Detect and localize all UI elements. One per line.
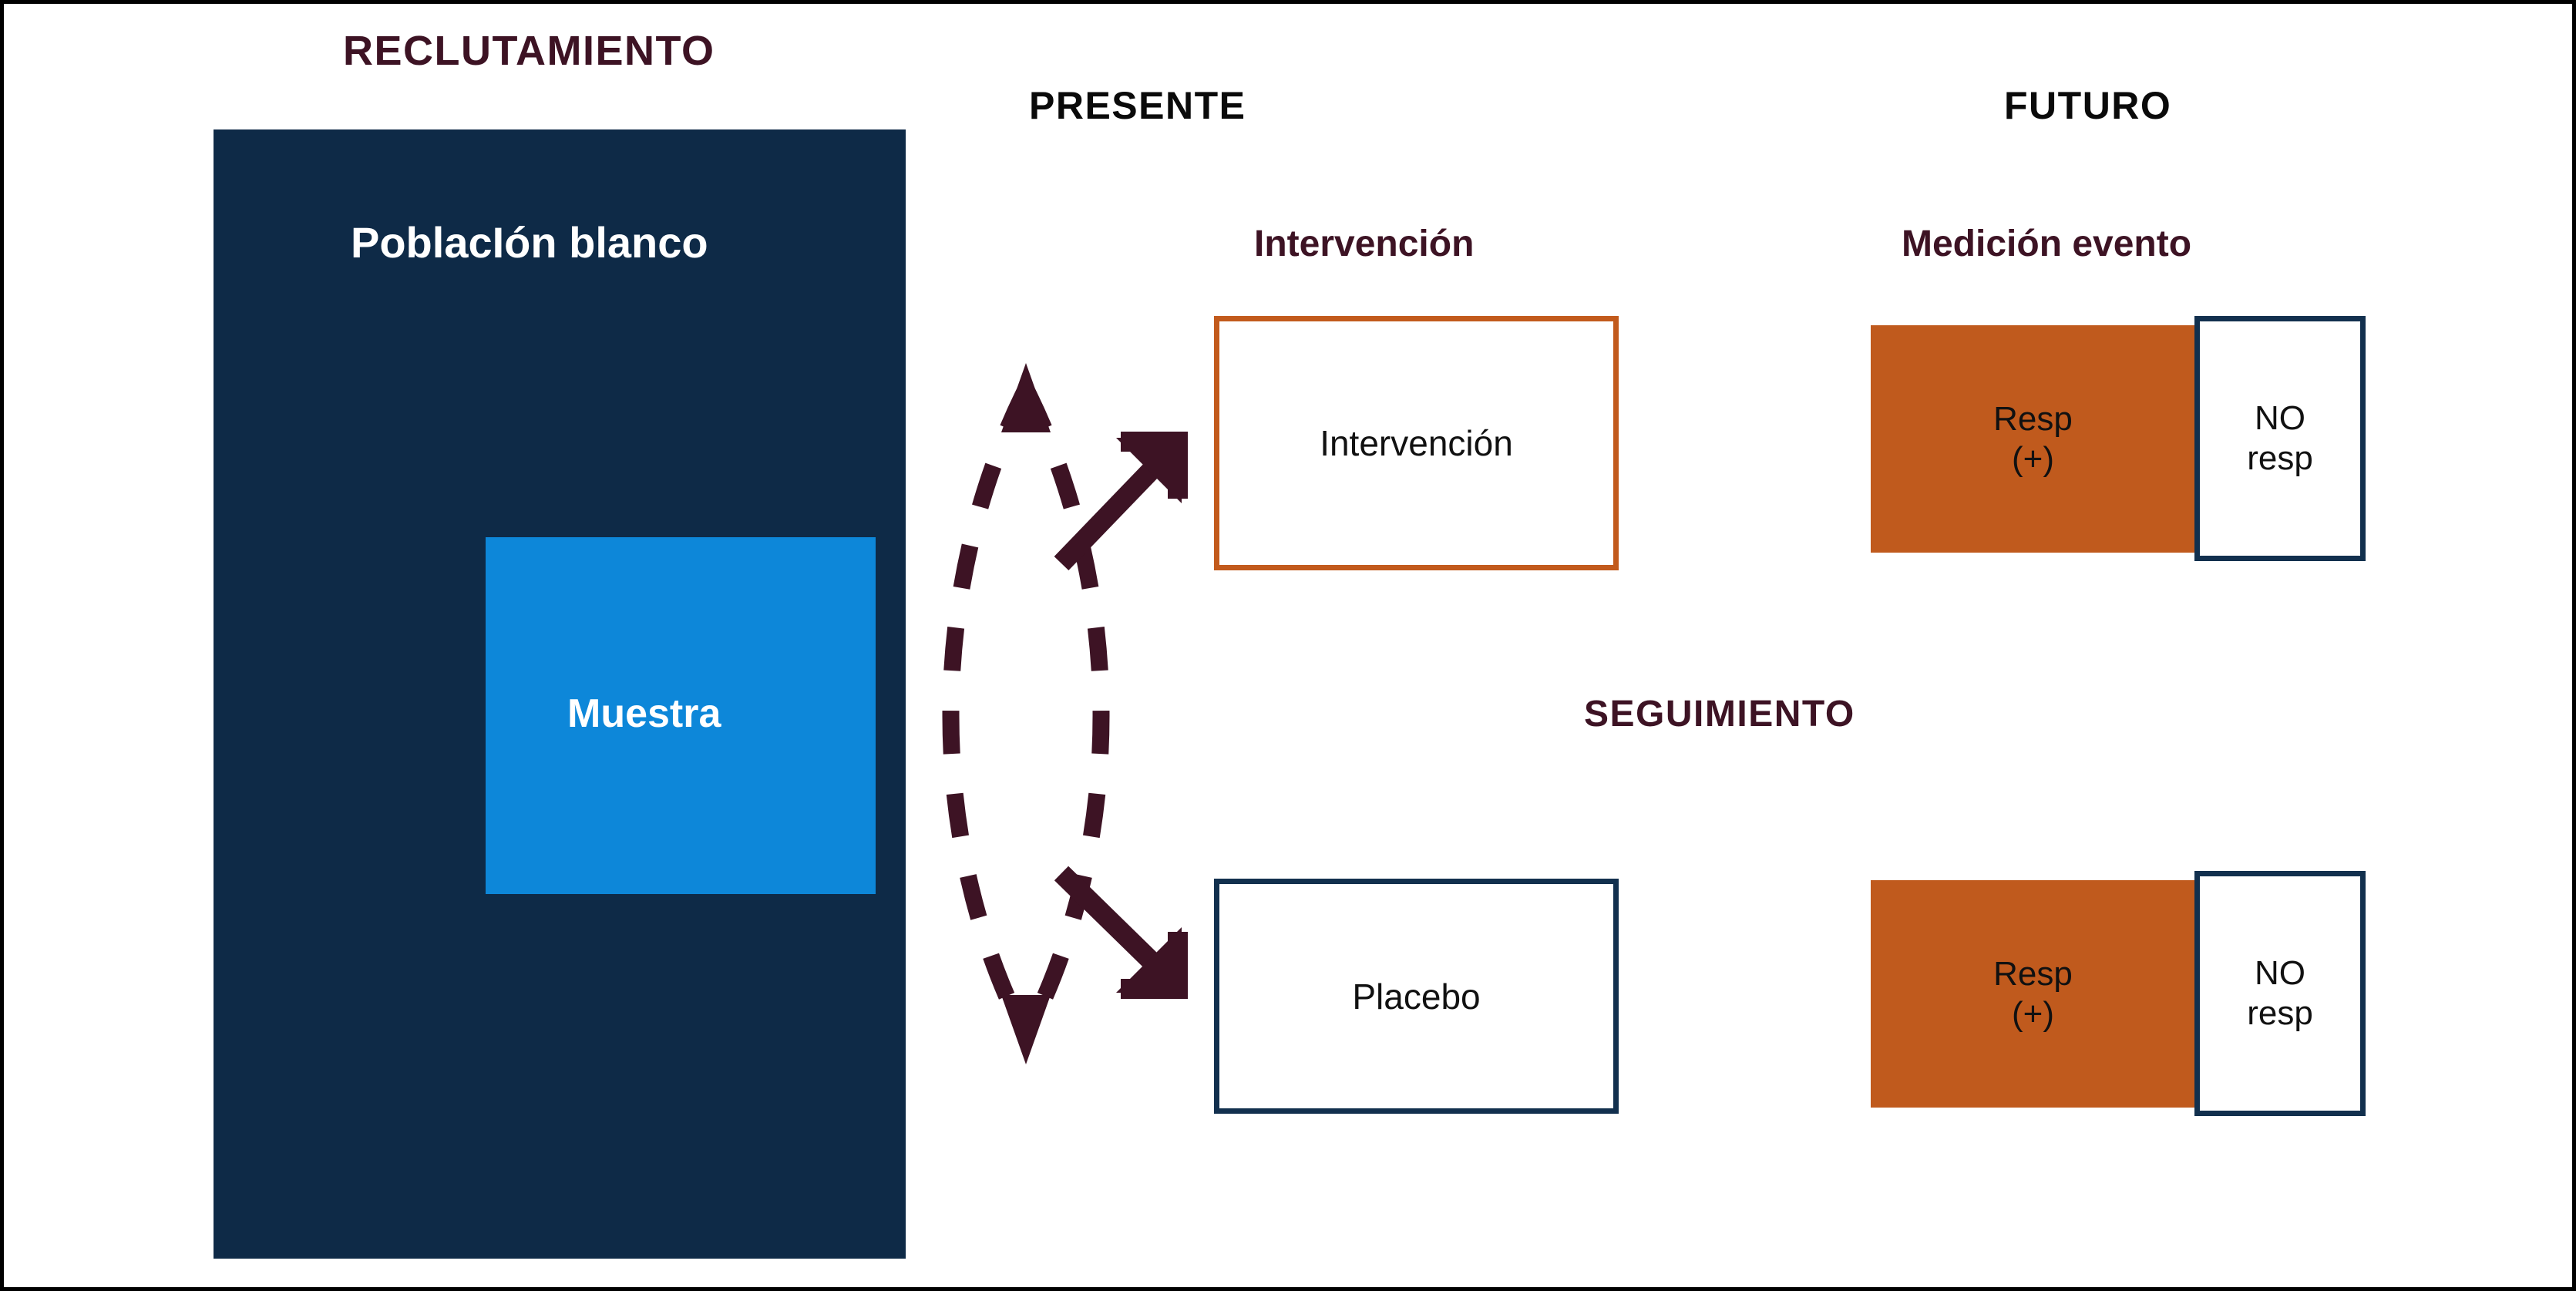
arm-label-placebo: Placebo [1352, 976, 1481, 1017]
nonresponder-label-line2: resp [2247, 439, 2313, 477]
randomization-dashed-right [1018, 385, 1110, 1041]
randomization-dashed-left [942, 385, 1034, 1041]
sample-label: Muestra [567, 691, 721, 736]
randomization-arrowhead-top [1001, 363, 1051, 432]
population-label: PoblacIón blanco [351, 218, 708, 267]
arrow-to-intervention [1054, 432, 1188, 571]
responder-label-line2: (+) [2012, 439, 2054, 478]
heading-presente: PRESENTE [1029, 84, 1246, 127]
arm-label-intervention: Intervención [1320, 423, 1513, 463]
heading-futuro: FUTURO [2004, 84, 2172, 127]
sample-box [486, 537, 876, 894]
responder-block-placebo: Resp (+) [1871, 880, 2195, 1108]
heading-intervencion: Intervención [1254, 224, 1475, 264]
nonresponder-block-intervention: NO resp [2194, 316, 2366, 561]
heading-seguimiento: SEGUIMIENTO [1584, 694, 1855, 735]
nonresponder-label-line2: resp [2247, 994, 2313, 1032]
nonresponder-label-line1: NO [2255, 399, 2305, 438]
arm-box-intervention: Intervención [1214, 316, 1619, 570]
responder-block-intervention: Resp (+) [1871, 325, 2195, 553]
heading-medicion-evento: Medición evento [1902, 224, 2192, 264]
arm-box-placebo: Placebo [1214, 879, 1619, 1114]
nonresponder-label-line1: NO [2255, 954, 2305, 993]
responder-label-line1: Resp [1993, 399, 2073, 438]
responder-label-line1: Resp [1993, 954, 2073, 993]
arrow-to-placebo [1054, 866, 1188, 999]
nonresponder-block-placebo: NO resp [2194, 871, 2366, 1116]
responder-label-line2: (+) [2012, 994, 2054, 1033]
randomization-arrowhead-bottom [1001, 995, 1051, 1064]
heading-reclutamiento: RECLUTAMIENTO [343, 28, 715, 74]
